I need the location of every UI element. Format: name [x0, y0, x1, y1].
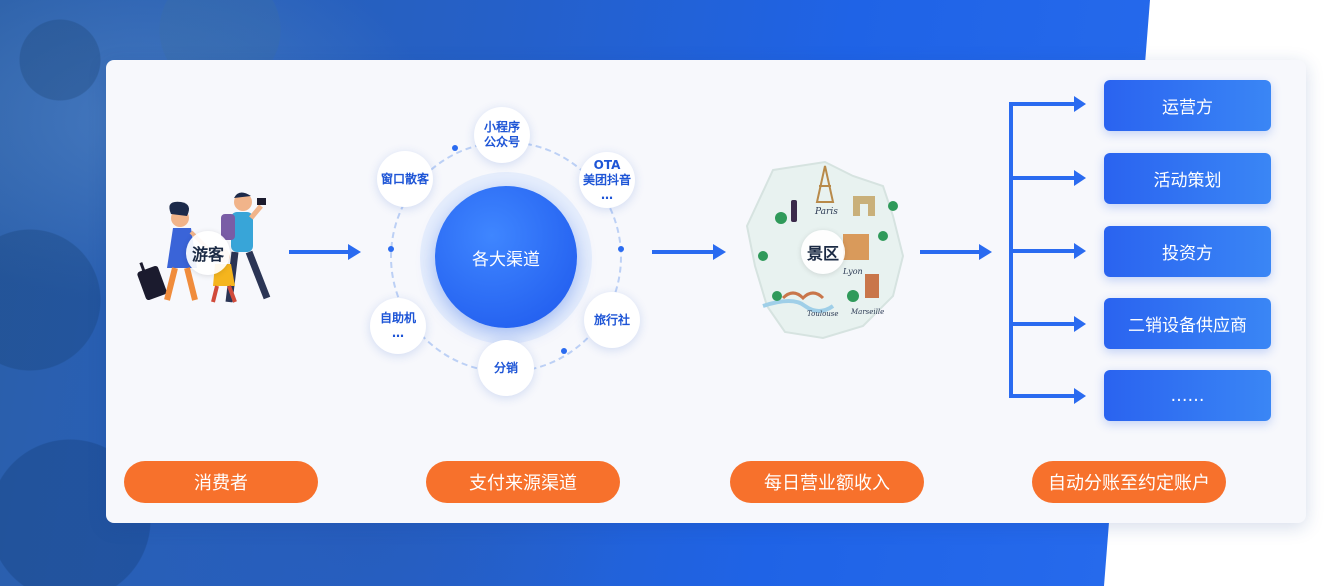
arrow-consumer-to-channels: [289, 244, 361, 260]
scenic-label: 景区: [801, 230, 845, 274]
orbit-dot: [388, 246, 394, 252]
recipient-equipment-supplier: 二销设备供应商: [1104, 298, 1271, 349]
recipient-investor: 投资方: [1104, 226, 1271, 277]
arrow-channels-to-scenic: [652, 244, 726, 260]
recipient-label: 运营方: [1162, 98, 1213, 118]
orbit-dot: [452, 145, 458, 151]
channel-node-line: 旅行社: [593, 312, 630, 327]
channel-node-line: …: [601, 187, 613, 202]
channel-node-travel-agency: 旅行社: [584, 292, 640, 348]
branch-arrow-5: [1009, 388, 1086, 404]
map-label-lyon: Lyon: [842, 267, 863, 276]
stage-label: 支付来源渠道: [469, 473, 577, 494]
orbit-dot: [561, 348, 567, 354]
flow-diagram-card: [106, 60, 1306, 523]
channel-node-line: 美团抖音: [582, 172, 631, 187]
tourist-label: 游客: [186, 231, 230, 275]
channel-node-line: 自助机: [379, 311, 416, 325]
map-label-marseille: Marseille: [850, 308, 884, 316]
recipient-label: 二销设备供应商: [1128, 316, 1247, 336]
branch-arrow-2: [1009, 170, 1086, 186]
channel-node-window: 窗口散客: [377, 151, 433, 207]
channel-node-miniprogram: 小程序 公众号: [474, 107, 530, 163]
map-label-paris: Paris: [814, 207, 838, 217]
recipient-label: 活动策划: [1153, 171, 1222, 191]
channel-node-line: 窗口散客: [380, 171, 429, 186]
branch-arrow-3: [1009, 243, 1086, 259]
stage-label: 每日营业额收入: [764, 473, 890, 494]
recipient-label: ……: [1170, 385, 1205, 406]
arrow-scenic-to-recipients: [920, 244, 992, 260]
stage-label: 消费者: [194, 473, 248, 494]
hub-label: 各大渠道: [472, 249, 540, 270]
branch-arrow-1: [1009, 96, 1086, 112]
channel-node-distribution: 分销: [478, 340, 534, 396]
branch-arrow-4: [1009, 316, 1086, 332]
recipient-label: 投资方: [1162, 244, 1213, 264]
channel-node-ota: OTA 美团抖音 …: [579, 152, 635, 208]
stage-payment-channels: 支付来源渠道: [426, 461, 620, 503]
channel-node-line: 分销: [493, 360, 518, 375]
map-label-toulouse: Toulouse: [807, 310, 839, 318]
stage-daily-revenue: 每日营业额收入: [730, 461, 924, 503]
recipient-more: ……: [1104, 370, 1271, 421]
channel-node-line: 小程序: [483, 120, 520, 134]
channel-node-line: OTA: [593, 157, 621, 172]
stage-auto-split: 自动分账至约定账户: [1032, 461, 1226, 503]
channel-node-line: …: [392, 326, 404, 340]
channel-node-line: 公众号: [483, 135, 520, 149]
recipient-event-planner: 活动策划: [1104, 153, 1271, 204]
stage-label: 自动分账至约定账户: [1048, 473, 1210, 494]
stage-consumer: 消费者: [124, 461, 318, 503]
orbit-dot: [618, 246, 624, 252]
channels-hub: 各大渠道: [435, 186, 577, 328]
channel-node-kiosk: 自助机 …: [370, 298, 426, 354]
recipient-operator: 运营方: [1104, 80, 1271, 131]
